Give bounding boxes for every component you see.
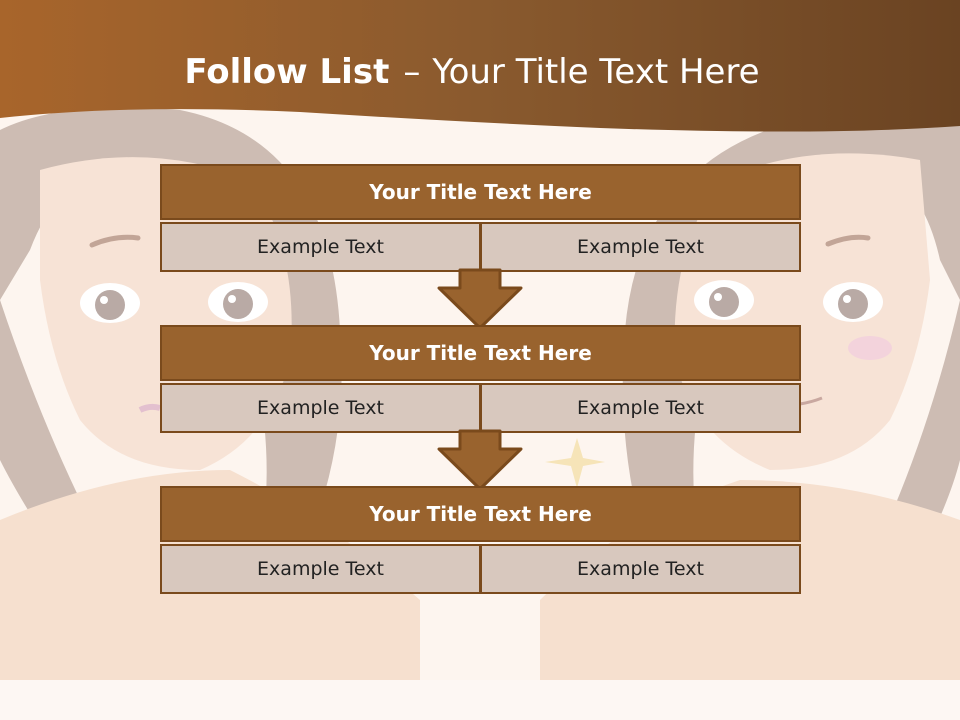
- block-row: Example Text Example Text: [160, 383, 801, 433]
- flow-block-2: Your Title Text Here Example Text Exampl…: [160, 325, 801, 433]
- block-title: Your Title Text Here: [160, 325, 801, 381]
- slide-title-rest: Your Title Text Here: [432, 52, 760, 92]
- block-right-cell: Example Text: [481, 544, 801, 594]
- slide-title-bold: Follow List: [184, 52, 390, 92]
- flow-block-1: Your Title Text Here Example Text Exampl…: [160, 164, 801, 272]
- slide-title-separator: –: [403, 52, 421, 92]
- down-arrow-icon: [437, 268, 523, 330]
- block-title: Your Title Text Here: [160, 486, 801, 542]
- slide-title: Follow List–Your Title Text Here: [0, 52, 944, 92]
- block-left-cell: Example Text: [160, 222, 481, 272]
- flow-block-3: Your Title Text Here Example Text Exampl…: [160, 486, 801, 594]
- block-row: Example Text Example Text: [160, 222, 801, 272]
- block-right-cell: Example Text: [481, 222, 801, 272]
- block-row: Example Text Example Text: [160, 544, 801, 594]
- block-left-cell: Example Text: [160, 383, 481, 433]
- block-left-cell: Example Text: [160, 544, 481, 594]
- down-arrow-icon: [437, 429, 523, 491]
- block-title: Your Title Text Here: [160, 164, 801, 220]
- block-right-cell: Example Text: [481, 383, 801, 433]
